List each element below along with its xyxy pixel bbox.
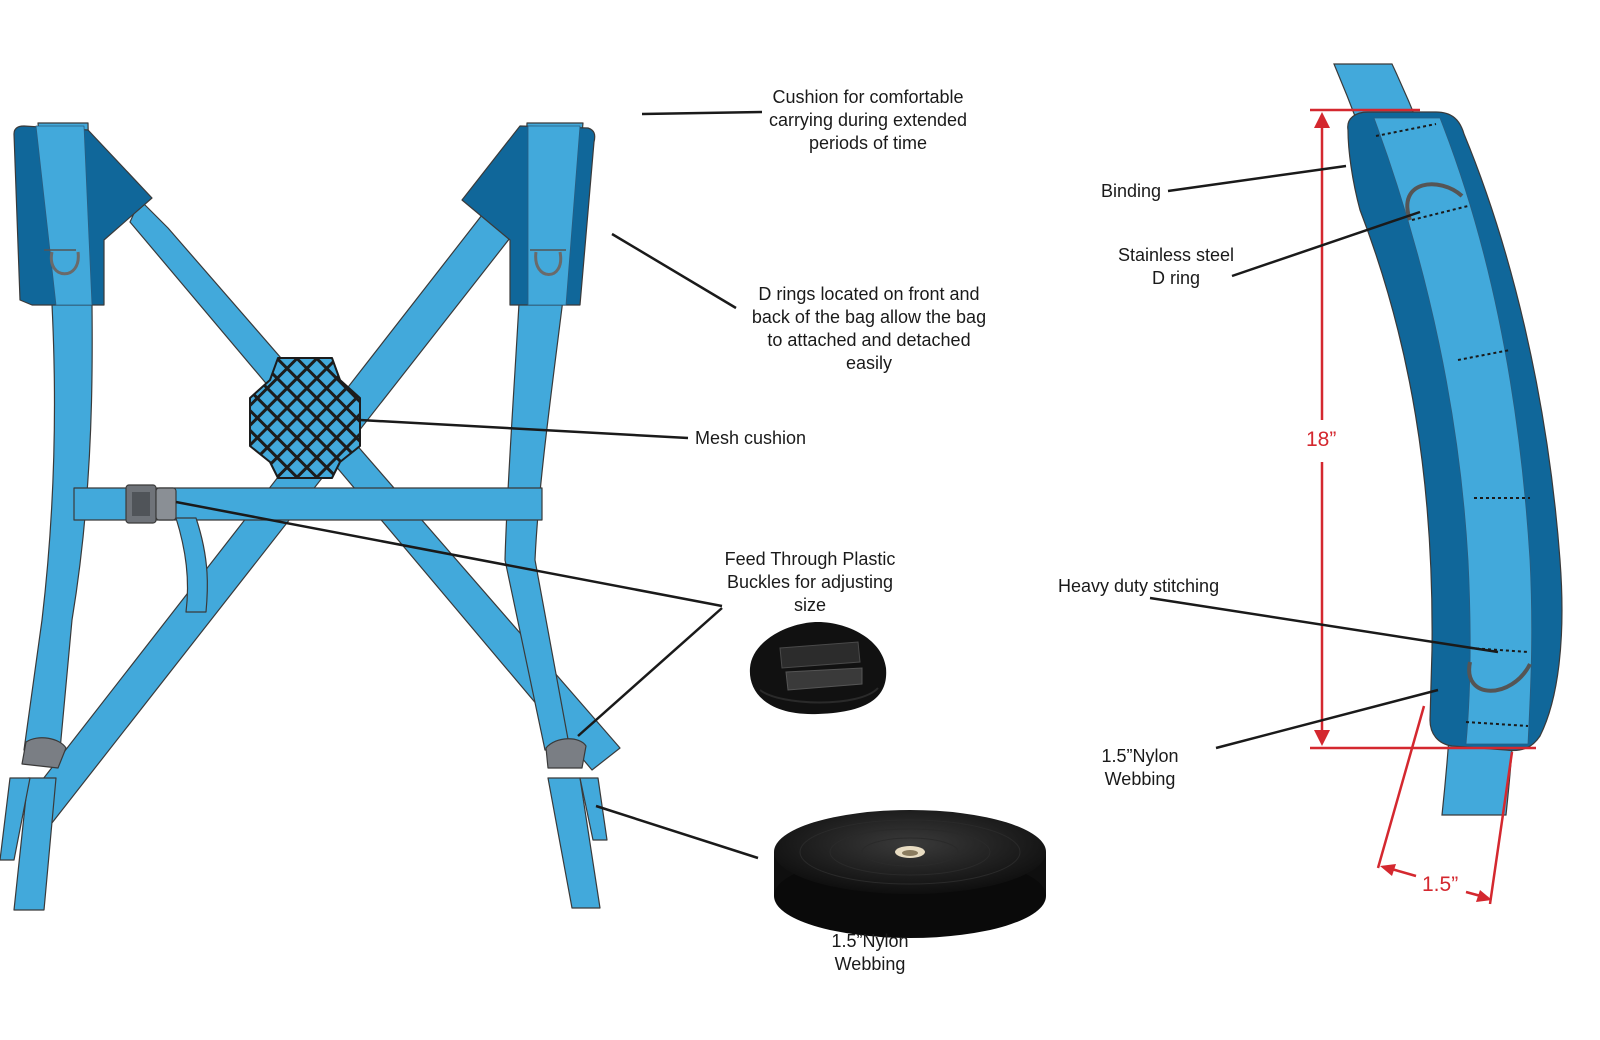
d-ring-icon <box>1405 182 1464 221</box>
label-binding: Binding <box>1101 181 1162 201</box>
right-ladder-buckle <box>545 738 587 769</box>
cross-strap-left-to-right <box>129 199 621 771</box>
chest-strap-tail <box>175 517 208 613</box>
right-shoulder-pad <box>461 125 596 306</box>
mesh-cushion <box>249 357 361 479</box>
label-mesh-cushion: Mesh cushion <box>695 428 807 448</box>
leader-lines <box>175 110 1499 860</box>
label-webbing-pad: 1.5”Nylon Webbing <box>1101 746 1179 789</box>
label-cushion: Cushion for comfortable carrying during … <box>768 87 968 153</box>
left-ladder-buckle <box>21 737 67 769</box>
dimension-lines <box>1310 108 1536 905</box>
label-d-rings: D rings located on front and back of the… <box>751 284 987 373</box>
harness-illustration <box>0 122 621 911</box>
dimension-length: 18” <box>1306 428 1337 451</box>
label-steel-dring: Stainless steel D ring <box>1117 245 1235 288</box>
label-webbing-roll: 1.5”Nylon Webbing <box>831 931 909 974</box>
label-buckles: Feed Through Plastic Buckles for adjusti… <box>724 549 896 615</box>
cross-strap-right-to-left <box>21 214 511 829</box>
left-shoulder-pad <box>13 125 153 306</box>
dimension-width: 1.5” <box>1422 873 1459 896</box>
d-ring-icon <box>534 251 563 276</box>
label-stitching: Heavy duty stitching <box>1058 576 1220 596</box>
left-strap-tail <box>13 777 57 911</box>
chest-buckle <box>125 484 177 524</box>
shoulder-pad-illustration <box>1333 63 1563 816</box>
right-strap-tail <box>547 777 601 909</box>
d-ring-icon <box>49 251 80 276</box>
d-ring-icon <box>1467 661 1532 693</box>
ladder-buckle-icon <box>749 622 887 715</box>
webbing-roll-icon <box>774 810 1046 938</box>
